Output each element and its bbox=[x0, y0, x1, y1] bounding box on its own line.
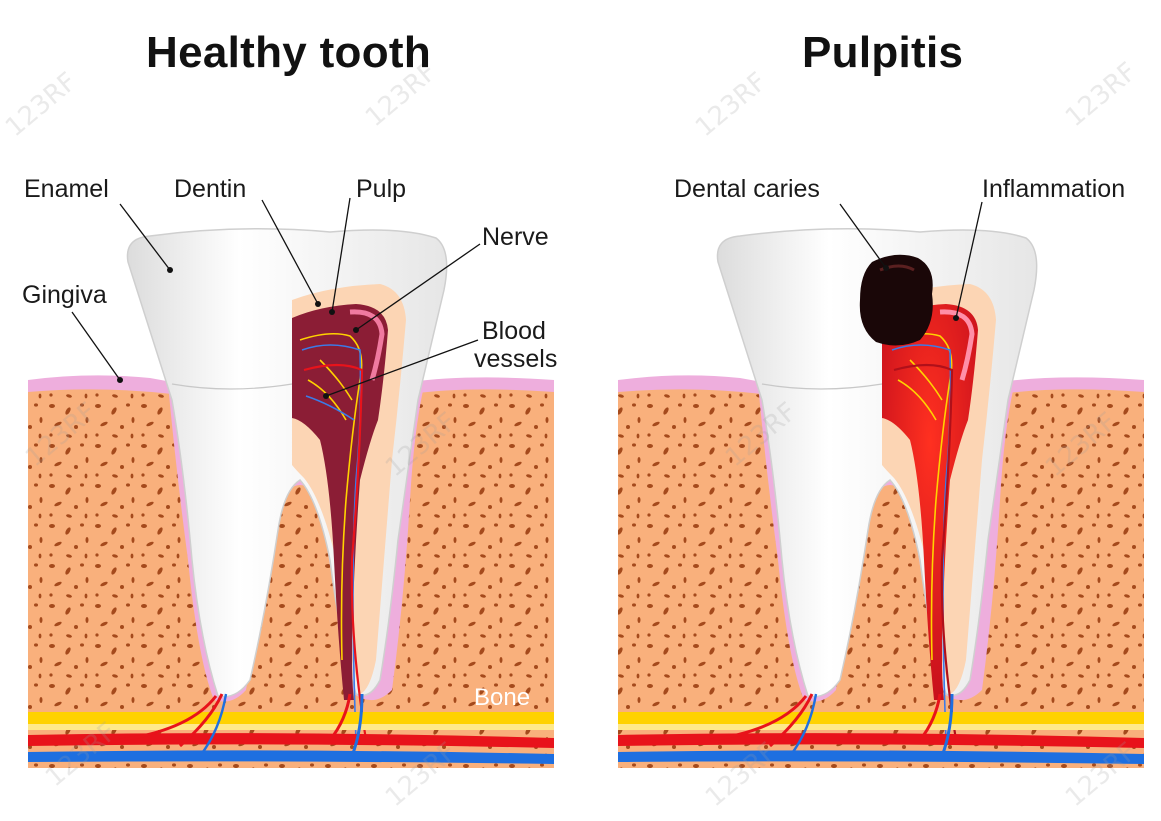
nerve-band-light bbox=[28, 724, 554, 730]
healthy-tooth-title: Healthy tooth bbox=[146, 28, 431, 78]
label-gingiva: Gingiva bbox=[22, 282, 107, 309]
label-bone: Bone bbox=[474, 684, 530, 711]
label-nerve: Nerve bbox=[482, 224, 549, 251]
label-dentin: Dentin bbox=[174, 176, 246, 203]
pulpitis-title: Pulpitis bbox=[802, 28, 963, 78]
label-blood-vessels-line1: Blood bbox=[482, 318, 546, 345]
dental-caries-lesion bbox=[860, 255, 933, 346]
label-dental-caries: Dental caries bbox=[674, 176, 820, 203]
pulpitis-panel bbox=[618, 229, 1144, 768]
label-blood-vessels-line2: vessels bbox=[474, 346, 557, 373]
label-enamel: Enamel bbox=[24, 176, 109, 203]
nerve-band bbox=[28, 712, 554, 724]
label-pulp: Pulp bbox=[356, 176, 406, 203]
nerve-band-light-right bbox=[618, 724, 1144, 730]
nerve-band-right bbox=[618, 712, 1144, 724]
label-inflammation: Inflammation bbox=[982, 176, 1125, 203]
